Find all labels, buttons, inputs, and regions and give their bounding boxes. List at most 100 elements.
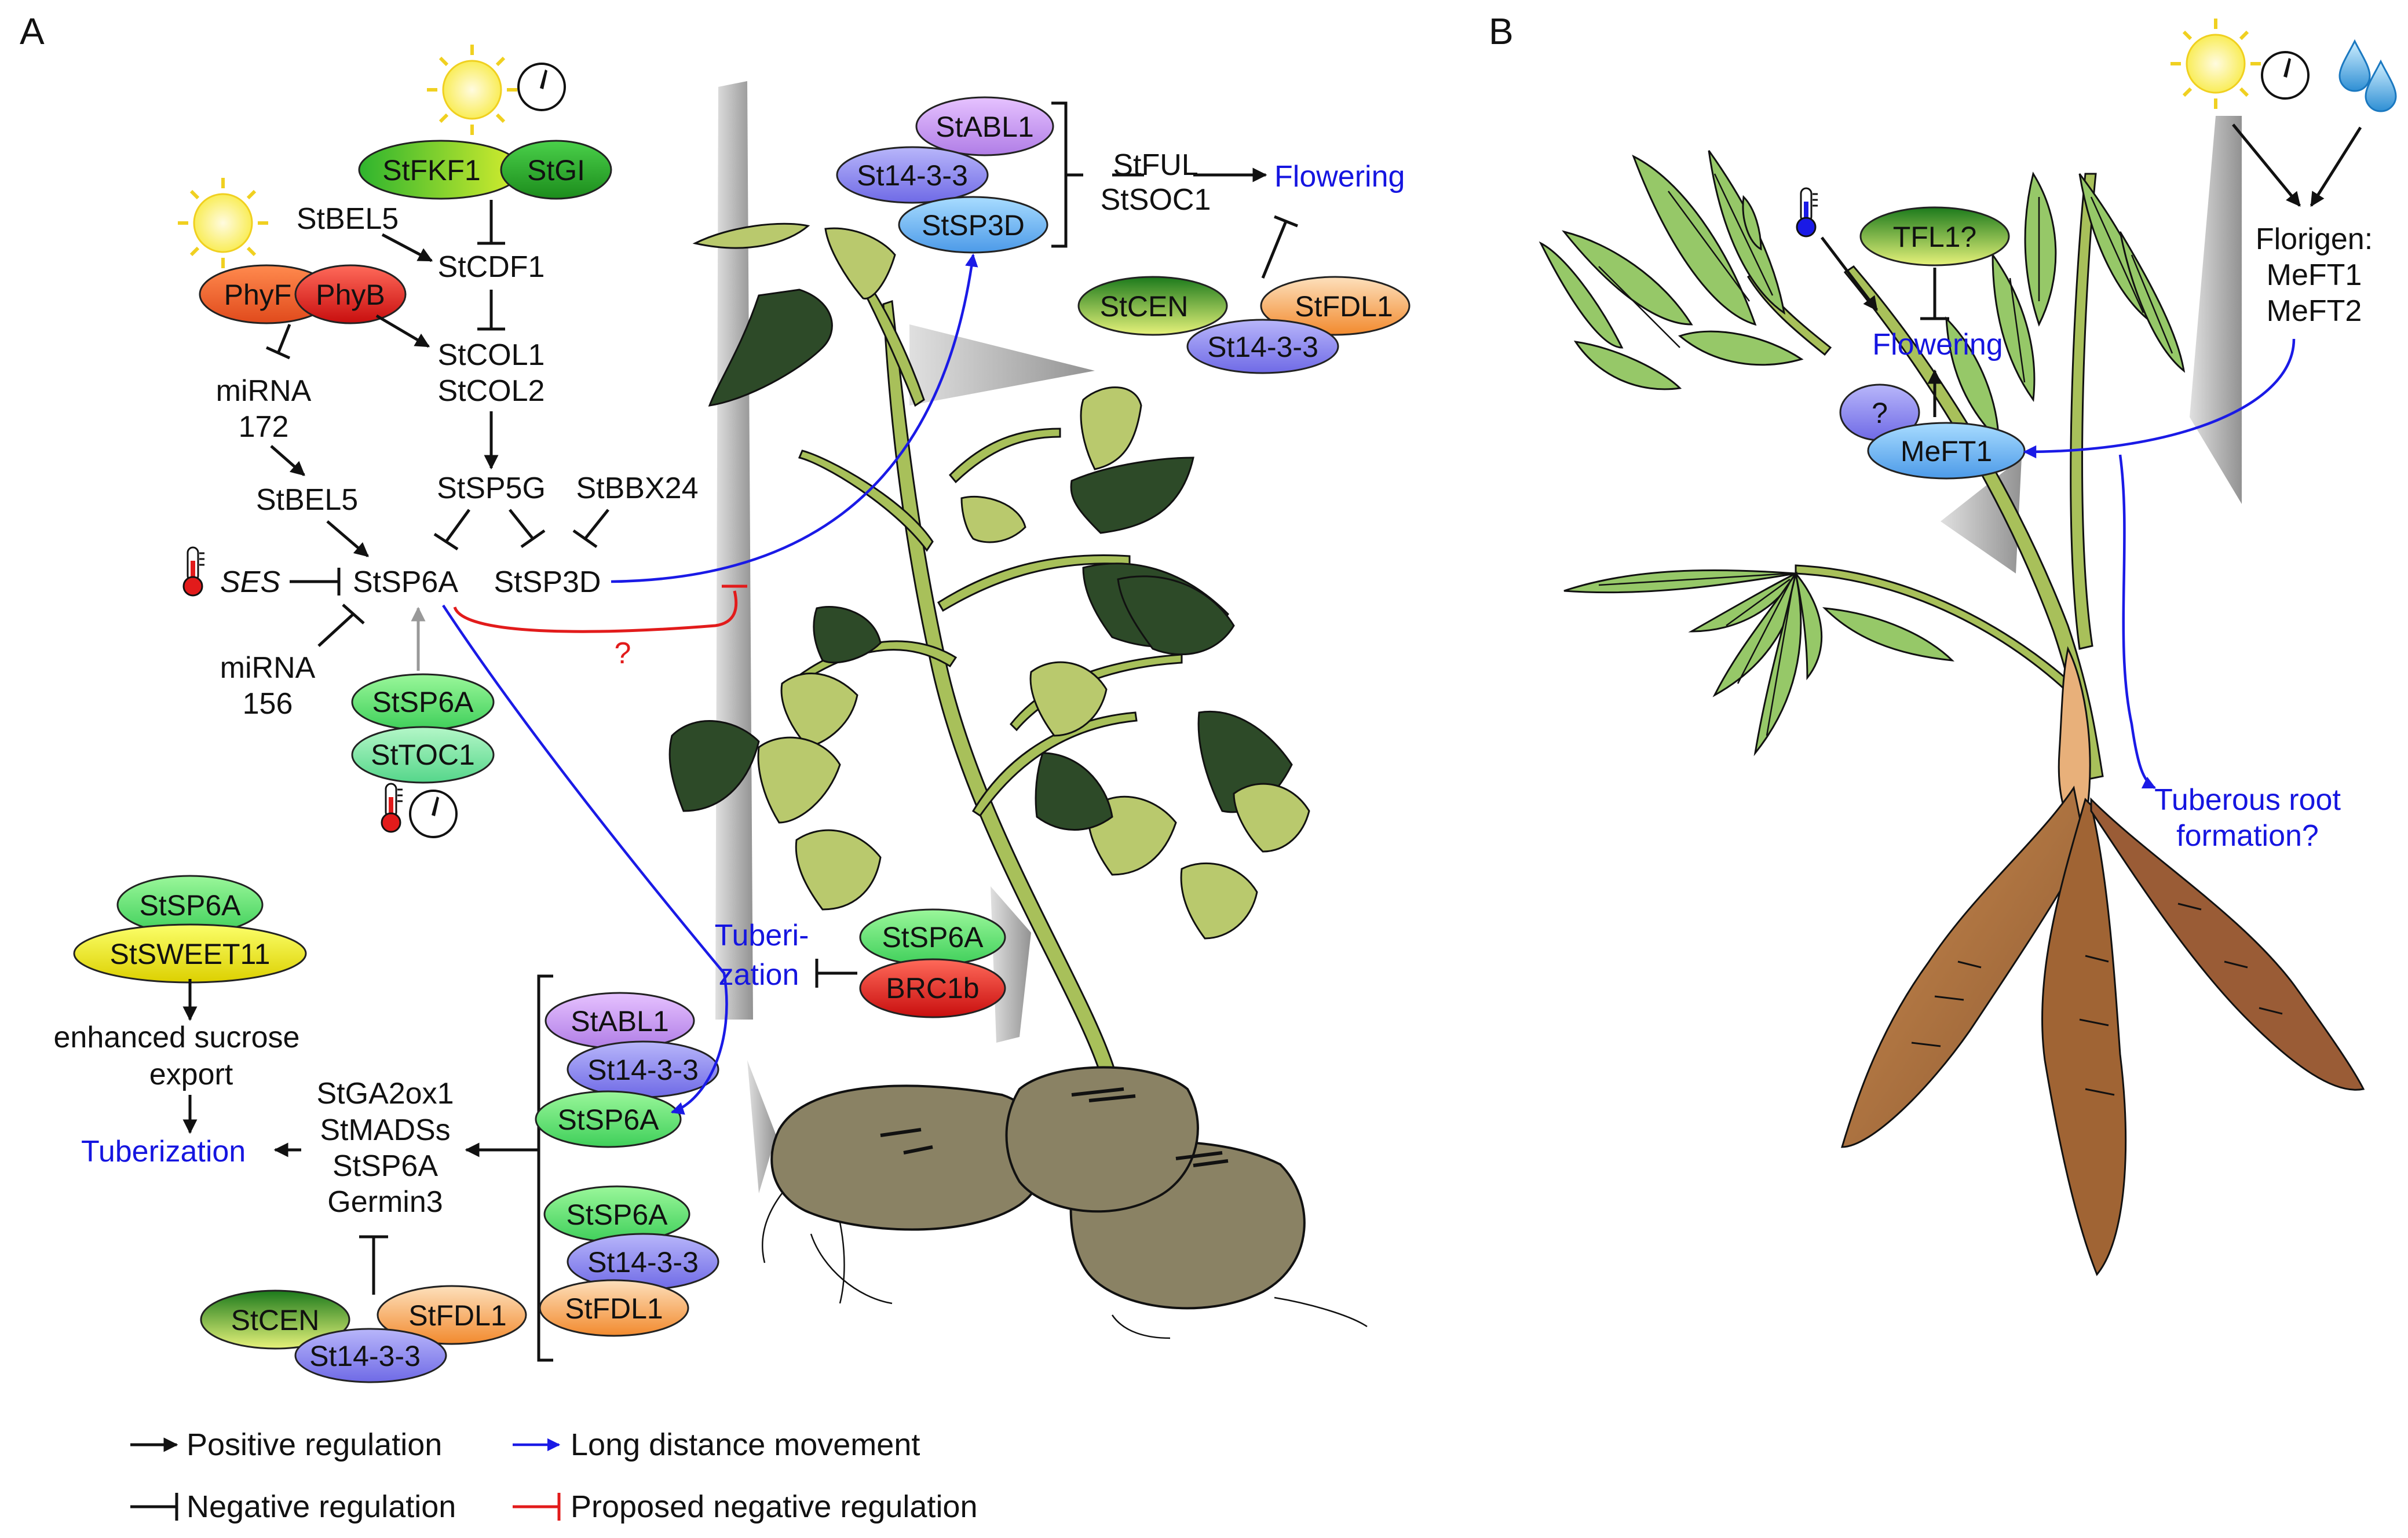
legend-negative-swatch — [130, 1493, 178, 1521]
tuberization-label-b: Tuberization — [81, 1135, 246, 1168]
clock-icon — [517, 63, 566, 111]
meft1-florigen: MeFT1 — [2267, 258, 2362, 292]
stful-node: StFUL — [1113, 148, 1198, 182]
sun-icon — [427, 45, 517, 135]
stsp6a-pill-label: StSP6A — [372, 686, 474, 718]
mirna156-label: miRNA — [220, 651, 316, 685]
legend-negative-label: Negative regulation — [187, 1489, 456, 1524]
complex-bracket-bottom — [533, 974, 553, 1362]
panel-b-regulation-arrows — [1821, 123, 2362, 790]
stsp6a-label-fdl: StSP6A — [566, 1199, 668, 1231]
stbel5-mid: StBEL5 — [256, 483, 358, 517]
stcol2-node: StCOL2 — [438, 374, 545, 408]
stcen-pill-bottom — [200, 1289, 350, 1350]
stfkf1-label: StFKF1 — [382, 154, 480, 187]
st1433-label-top: St14-3-3 — [857, 159, 968, 192]
stsp6a-label-bottom: StSP6A — [557, 1104, 659, 1136]
phyb-label: PhyB — [316, 279, 385, 311]
st1433-pill-cen-bottom — [294, 1328, 447, 1383]
phyf-label: PhyF — [224, 279, 292, 311]
stabl1-label-bottom: StABL1 — [571, 1005, 669, 1037]
legend-proposed-swatch — [513, 1493, 561, 1521]
stbel5-top: StBEL5 — [297, 202, 399, 236]
stfdl1-label-top: StFDL1 — [1295, 290, 1393, 323]
st1433-label-bottom: St14-3-3 — [587, 1054, 699, 1086]
sun-icon — [178, 178, 268, 268]
florigen-label: Florigen: — [2256, 222, 2373, 256]
st1433-label-cen-bottom: St14-3-3 — [309, 1340, 421, 1372]
panel-a-regulation-arrows — [182, 175, 1298, 1295]
thermometer-icon — [381, 783, 404, 833]
st1433-label-cen-top: St14-3-3 — [1207, 331, 1318, 363]
flowering-b: Flowering — [1872, 328, 2003, 361]
phyb-pill — [294, 264, 407, 324]
stfdl1-pill-bottom — [377, 1285, 527, 1345]
legend-long-distance-label: Long distance movement — [571, 1427, 920, 1462]
stcdf1-node: StCDF1 — [438, 250, 545, 284]
stfdl1-pill-fdl — [539, 1279, 689, 1337]
stcen-pill-top — [1077, 276, 1228, 336]
potato-plant-illustration — [668, 81, 1368, 1339]
water-drops-icon — [2365, 60, 2397, 112]
meft1-label: MeFT1 — [1901, 435, 1992, 467]
sttoc1-pill — [351, 726, 495, 784]
mirna172-label: miRNA — [216, 374, 312, 408]
stsp6a-node: StSP6A — [353, 565, 458, 599]
stsp3d-label-top: StSP3D — [922, 209, 1025, 242]
stcol1-node: StCOL1 — [438, 338, 545, 372]
gene-stsp6a: StSP6A — [332, 1149, 438, 1183]
stbbx24-node: StBBX24 — [576, 472, 698, 505]
stgi-pill — [500, 140, 612, 200]
water-drops-icon — [2338, 40, 2371, 92]
stcen-label-top: StCEN — [1100, 290, 1189, 323]
gene-stmadss: StMADSs — [320, 1113, 450, 1147]
legend-proposed-label: Proposed negative regulation — [571, 1489, 978, 1524]
unknown-partner-label: ? — [1872, 397, 1888, 429]
stabl1-label-top: StABL1 — [936, 111, 1034, 143]
export-label: export — [149, 1058, 233, 1091]
stgi-label: StGI — [527, 154, 585, 187]
st1433-pill-top — [836, 146, 989, 204]
tfl1-pill — [1859, 206, 2010, 266]
stsweet11-label: StSWEET11 — [110, 938, 271, 970]
stfdl1-pill-top — [1260, 276, 1411, 336]
proposed-question: ? — [615, 637, 631, 670]
stsp6a-label-brc: StSP6A — [882, 921, 984, 954]
tuberous-root-label: Tuberous root — [2154, 783, 2341, 817]
legend-positive-label: Positive regulation — [187, 1427, 442, 1462]
gene-germin3: Germin3 — [327, 1185, 443, 1219]
thermometer-icon — [182, 546, 206, 597]
stfdl1-label-bottom: StFDL1 — [408, 1299, 507, 1332]
brc1b-label: BRC1b — [886, 972, 979, 1004]
panel-label-b: B — [1489, 10, 1514, 52]
flowering-a: Flowering — [1274, 160, 1405, 193]
stsp5g-node: StSP5G — [437, 472, 546, 505]
enhanced-sucrose-label: enhanced sucrose — [54, 1021, 300, 1054]
tuberization-label-a1: Tuberi- — [715, 919, 809, 952]
stsp3d-node: StSP3D — [494, 565, 601, 599]
tfl1-label: TFL1? — [1893, 221, 1977, 253]
gene-stga2ox1: StGA2ox1 — [316, 1077, 454, 1110]
panel-label-a: A — [20, 10, 45, 52]
cassava-plant-illustration — [1539, 116, 2365, 1276]
clock-icon — [409, 790, 458, 838]
st1433-label-fdl: St14-3-3 — [587, 1246, 699, 1278]
sun-icon — [2171, 19, 2261, 109]
stsp6a-label-sweet: StSP6A — [139, 889, 241, 922]
meft2-florigen: MeFT2 — [2267, 294, 2362, 328]
ses-node: SES — [220, 565, 280, 599]
stcen-label-bottom: StCEN — [231, 1304, 320, 1336]
sttoc1-pill-label: StTOC1 — [371, 739, 475, 771]
st1433-pill-cen-top — [1186, 319, 1339, 374]
clock-icon — [2261, 51, 2310, 100]
brc1b-pill — [859, 958, 1006, 1018]
stsp6a-pill-bottom — [535, 1090, 682, 1148]
legend: Positive regulation Long distance moveme… — [130, 1427, 978, 1524]
tuberous-root-formation-label: formation? — [2176, 819, 2319, 853]
stabl1-pill-top — [915, 96, 1054, 156]
stsoc1-node: StSOC1 — [1101, 183, 1211, 217]
tuberization-label-a2: zation — [719, 958, 799, 992]
stfdl1-label-fdl: StFDL1 — [565, 1292, 663, 1325]
thermometer-icon — [1796, 187, 1819, 238]
